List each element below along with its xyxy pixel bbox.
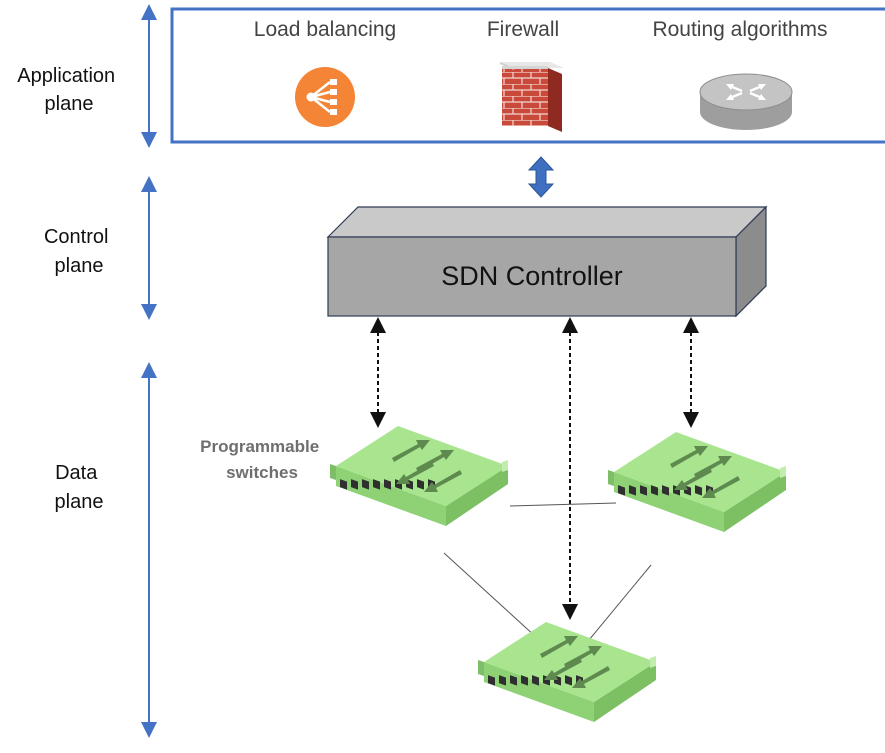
routing-algorithms-label: Routing algorithms (652, 18, 827, 41)
link-right-bottom (588, 564, 652, 641)
data-plane-label: Data plane (55, 462, 104, 513)
switch-left (330, 426, 508, 526)
data-plane-line2: plane (55, 491, 104, 513)
load-balancer-icon (295, 67, 355, 127)
link-left-right (509, 502, 617, 507)
firewall-label: Firewall (487, 18, 559, 41)
switches-label-line2: switches (226, 463, 298, 482)
application-plane-line1: Application (17, 65, 115, 87)
control-plane-label: Control plane (44, 226, 114, 277)
sdn-controller-box (326, 205, 768, 318)
brick-wall-icon (500, 62, 564, 132)
router-icon (699, 73, 793, 130)
control-plane-line1: Control (44, 226, 108, 248)
app-controller-arrow (527, 156, 555, 198)
data-plane-line1: Data (55, 462, 98, 484)
switch-bottom (478, 622, 656, 722)
programmable-switches-label: Programmable switches (200, 437, 324, 482)
control-plane-line2: plane (55, 255, 104, 277)
link-left-bottom (443, 552, 537, 638)
switches-label-line1: Programmable (200, 437, 319, 456)
switch-right (608, 432, 786, 532)
application-plane-label: Application plane (17, 65, 120, 115)
load-balancing-label: Load balancing (254, 18, 396, 41)
sdn-controller-label: SDN Controller (441, 261, 623, 291)
application-plane-line2: plane (45, 93, 94, 115)
